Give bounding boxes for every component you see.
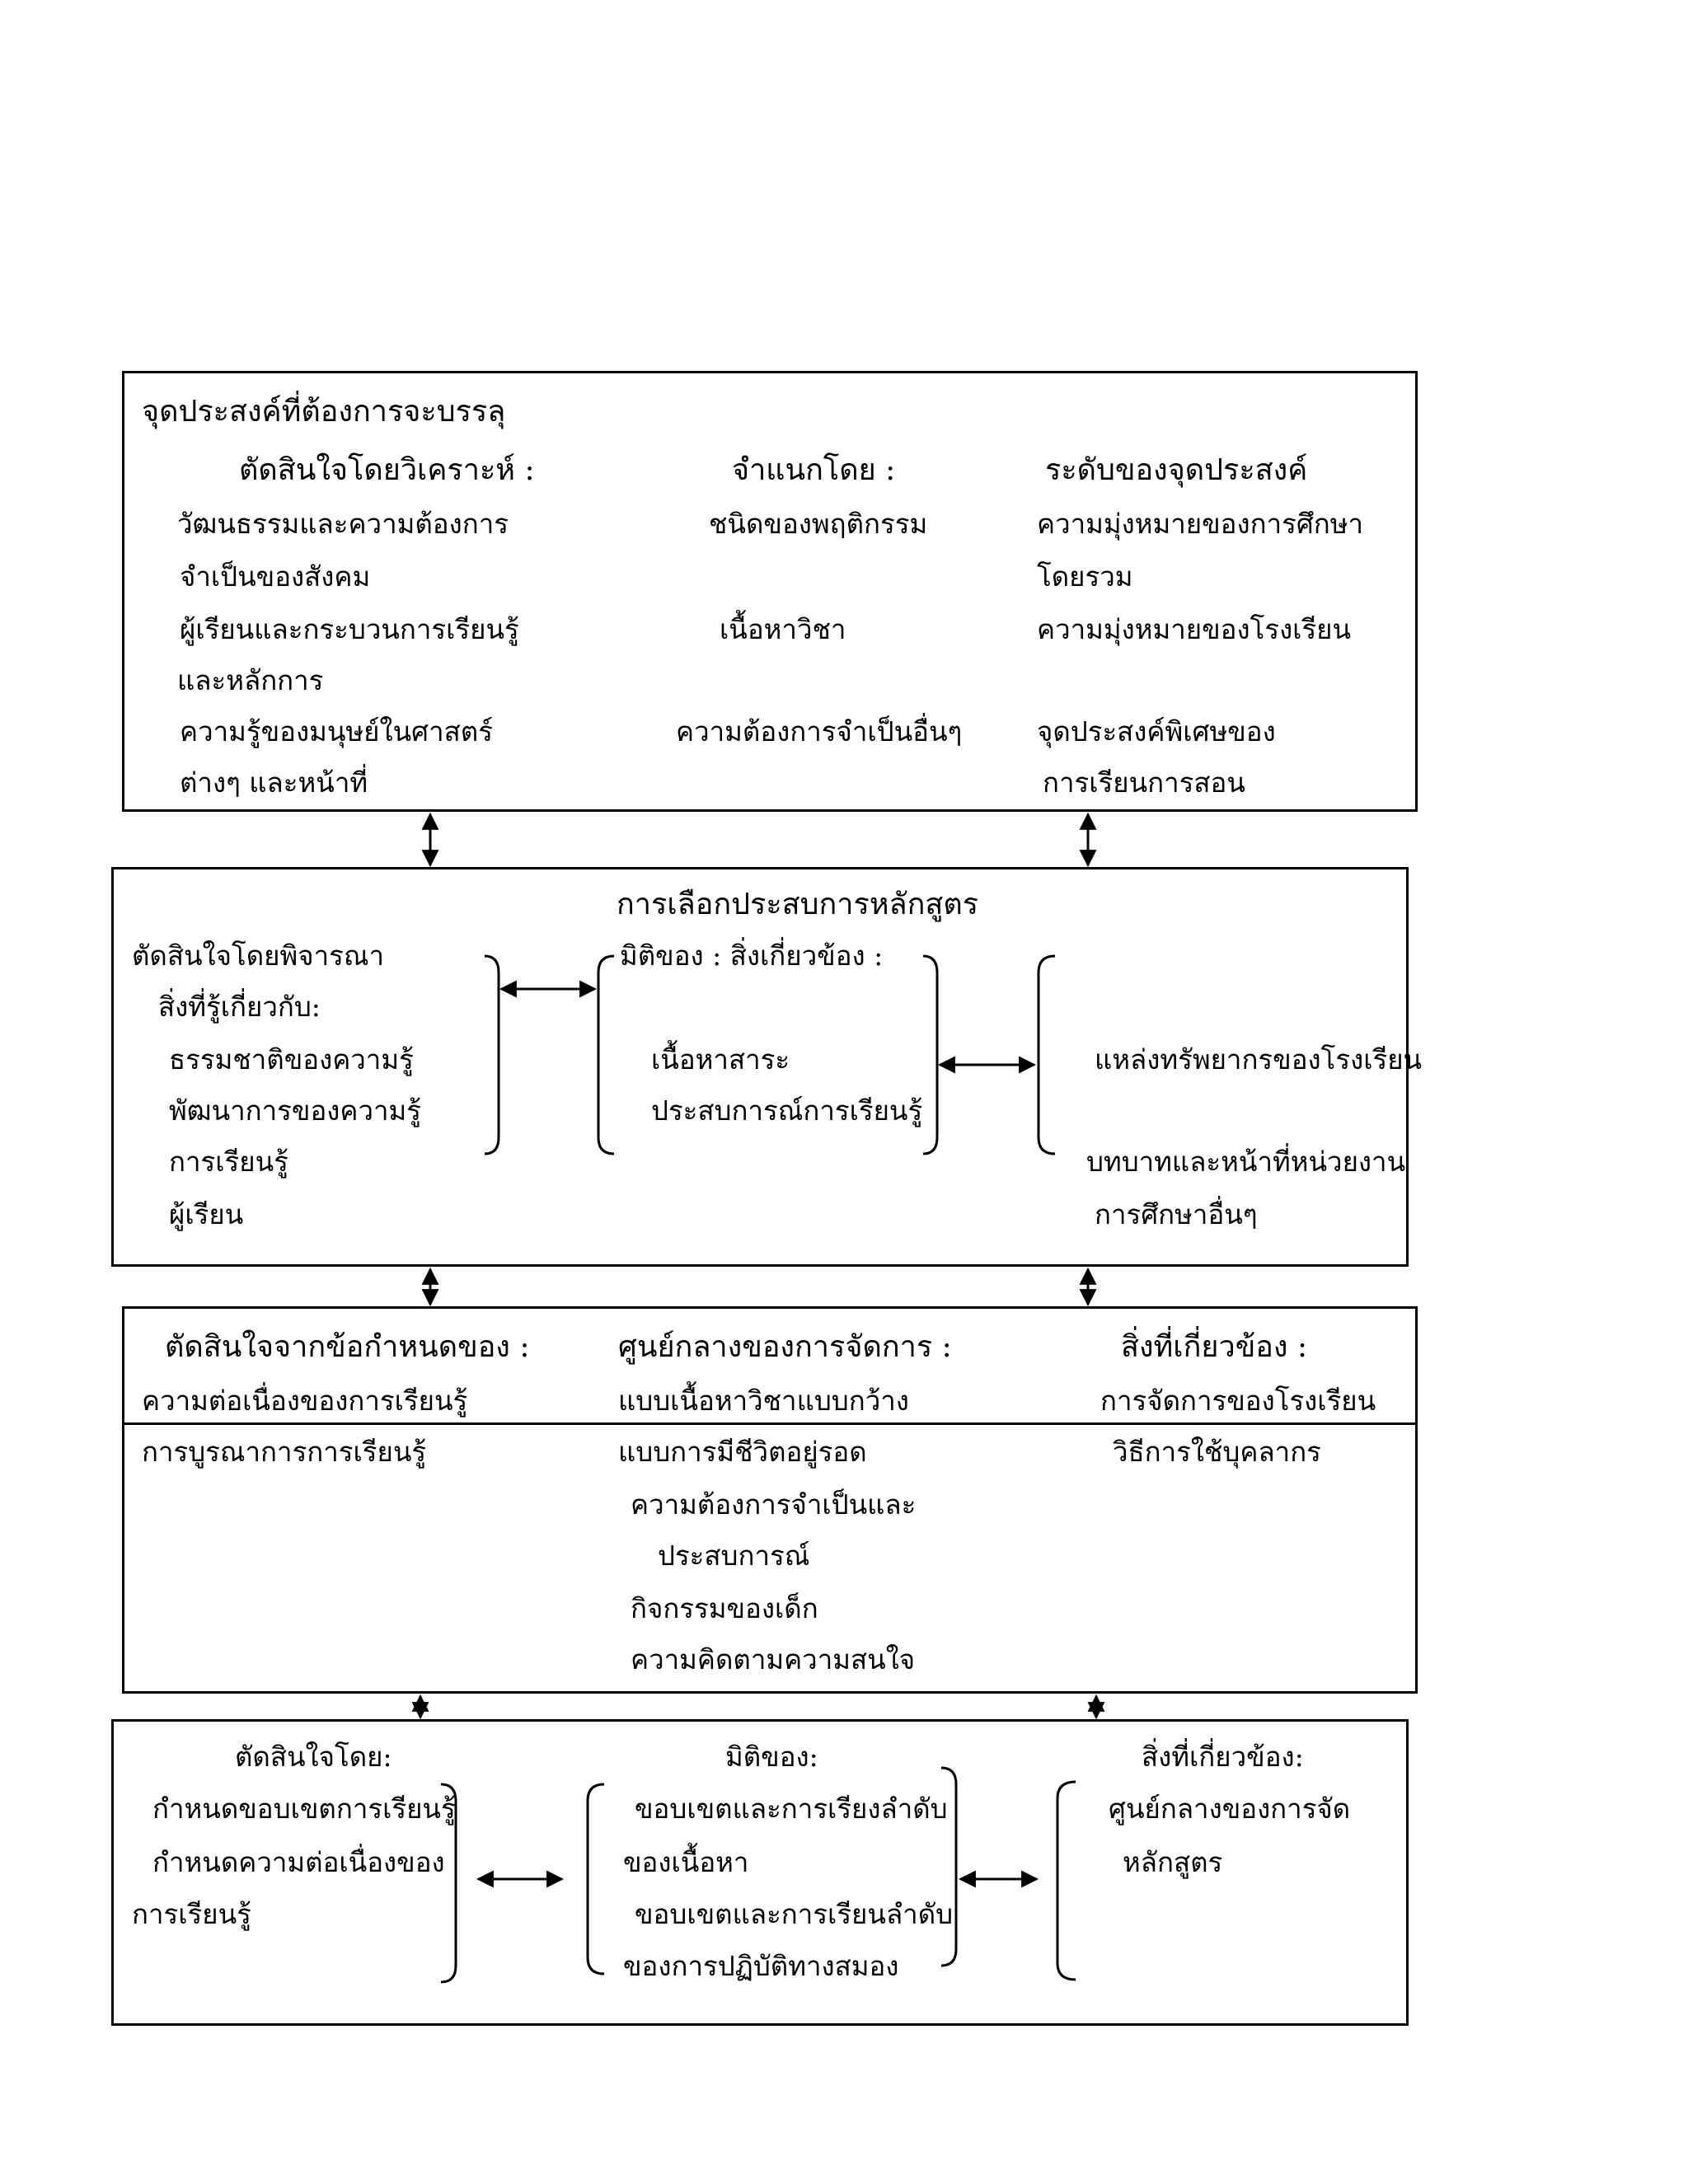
list-item: แบบเนื้อหาวิชาแบบกว้าง — [618, 1385, 909, 1417]
requirements-heading: ตัดสินใจจากข้อกำหนดของ : — [165, 1330, 530, 1364]
list-item: กำหนดความต่อเนื่องของ — [152, 1846, 445, 1878]
list-item: การเรียนรู้ — [132, 1898, 251, 1930]
list-item: การจัดการของโรงเรียน — [1100, 1385, 1376, 1417]
list-item: ความต้องการจำเป็นและ — [631, 1488, 917, 1521]
list-item: ความมุ่งหมายของการศึกษา — [1037, 508, 1364, 540]
list-item: การบูรณาการการเรียนรู้ — [142, 1436, 427, 1468]
decide-by-heading: ตัดสินใจโดย: — [235, 1741, 392, 1773]
related-heading: สิ่งที่เกี่ยวข้อง : — [1121, 1330, 1308, 1364]
dimension-heading: มิติของ : สิ่งเกี่ยวข้อง : — [620, 940, 884, 972]
curriculum-experience-title: การเลือกประสบการหลักสูตร — [617, 888, 979, 921]
list-item: จุดประสงค์พิเศษของ — [1037, 715, 1276, 748]
list-item: จำเป็นของสังคม — [180, 560, 371, 593]
list-item: และหลักการ — [177, 664, 324, 696]
dimension-of-heading: มิติของ: — [725, 1741, 818, 1773]
objectives-title: จุดประสงค์ที่ต้องการจะบรรลุ — [142, 395, 506, 429]
scope-sequence-box — [111, 1719, 1409, 2026]
list-item: ของเนื้อหา — [623, 1846, 749, 1878]
list-item: เนื้อหาวิชา — [720, 613, 846, 645]
list-item: บทบาทและหน้าที่หน่วยงาน — [1086, 1146, 1406, 1178]
list-item: ของการปฏิบัติทางสมอง — [623, 1950, 899, 1982]
list-item: กิจกรรมของเด็ก — [631, 1592, 818, 1624]
consider-heading: ตัดสินใจโดยพิจารณา — [132, 940, 384, 972]
objective-level-heading: ระดับของจุดประสงค์ — [1045, 453, 1308, 487]
list-item: โดยรวม — [1037, 560, 1133, 593]
curriculum-experience-box — [111, 867, 1409, 1267]
related-things-heading: สิ่งที่เกี่ยวข้อง: — [1142, 1741, 1304, 1773]
objectives-box — [122, 371, 1418, 812]
list-item: วิธีการใช้บุคลากร — [1113, 1436, 1321, 1468]
list-item: ความคิดตามความสนใจ — [631, 1643, 916, 1675]
analysis-heading: ตัดสินใจโดยวิเคราะห์ : — [239, 453, 535, 487]
organization-box — [122, 1306, 1418, 1694]
list-item: ศูนย์กลางของการจัด — [1109, 1793, 1351, 1825]
management-center-heading: ศูนย์กลางของการจัดการ : — [618, 1330, 952, 1364]
list-item: การศึกษาอื่นๆ — [1095, 1198, 1258, 1230]
list-item: ธรรมชาติของความรู้ — [169, 1043, 414, 1076]
list-item: ขอบเขตและการเรียงลำดับ — [635, 1793, 948, 1825]
list-item: วัฒนธรรมและความต้องการ — [177, 508, 509, 540]
list-item: กำหนดขอบเขตการเรียนรู้ — [152, 1793, 456, 1825]
list-item: ผู้เรียน — [169, 1198, 244, 1230]
list-item: ความต่อเนื่องของการเรียนรู้ — [142, 1385, 468, 1417]
list-item: พัฒนาการของความรู้ — [169, 1094, 421, 1127]
list-item: การเรียนรู้ — [169, 1146, 288, 1178]
list-item: ชนิดของพฤติกรรม — [709, 508, 928, 540]
list-item: ผู้เรียนและกระบวนการเรียนรู้ — [180, 613, 519, 645]
list-item: แหล่งทรัพยากรของโรงเรียน — [1095, 1043, 1423, 1076]
knowledge-subheading: สิ่งที่รู้เกี่ยวกับ: — [158, 991, 321, 1023]
list-item: เนื้อหาสาระ — [651, 1043, 790, 1076]
organization-divider — [122, 1422, 1418, 1425]
list-item: ประสบการณ์ — [658, 1540, 810, 1572]
classify-heading: จำแนกโดย : — [732, 453, 896, 487]
list-item: การเรียนการสอน — [1043, 766, 1245, 799]
list-item: ต่างๆ และหน้าที่ — [180, 766, 368, 799]
list-item: แบบการมีชีวิตอยู่รอด — [618, 1436, 867, 1468]
list-item: ความมุ่งหมายของโรงเรียน — [1037, 613, 1352, 645]
list-item: ประสบการณ์การเรียนรู้ — [651, 1094, 923, 1127]
list-item: ความรู้ของมนุษย์ในศาสตร์ — [180, 715, 493, 748]
list-item: หลักสูตร — [1123, 1846, 1223, 1878]
list-item: ความต้องการจำเป็นอื่นๆ — [676, 715, 963, 748]
list-item: ขอบเขตและการเรียนลำดับ — [635, 1898, 954, 1930]
